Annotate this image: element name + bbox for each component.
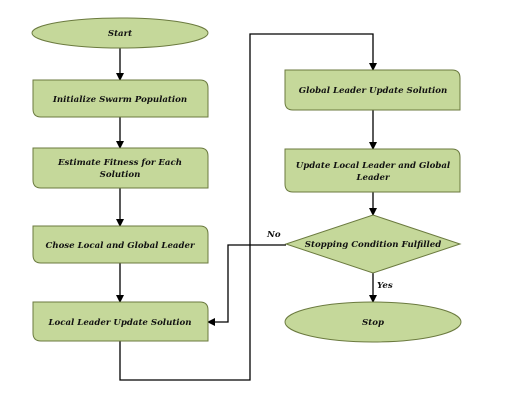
arrow-local-to-global (119, 33, 377, 381)
process-shape (32, 301, 209, 342)
terminator-shape (31, 17, 209, 49)
process-shape (284, 69, 461, 111)
node-fitness: Estimate Fitness for Each Solution (32, 147, 209, 189)
node-local-update: Local Leader Update Solution (32, 301, 209, 342)
edge-label-no: No (266, 230, 281, 240)
node-global-update-label: Global Leader Update Solution (299, 86, 447, 96)
node-start: Start (31, 17, 209, 49)
connectors (116, 33, 377, 381)
node-update-leaders: Update Local Leader and Global Leader (284, 148, 461, 193)
process-shape (32, 79, 209, 118)
node-start-label: Start (108, 29, 132, 39)
process-shape (32, 225, 209, 264)
process-shape (284, 148, 461, 193)
node-fitness-label-1: Estimate Fitness for Each (57, 158, 182, 168)
node-init-label: Initialize Swarm Population (52, 95, 187, 105)
node-chose: Chose Local and Global Leader (32, 225, 209, 264)
node-stop-label: Stop (362, 318, 384, 328)
node-decision-label: Stopping Condition Fulfilled (305, 240, 441, 250)
node-local-update-label: Local Leader Update Solution (47, 318, 191, 328)
node-stop: Stop (284, 301, 462, 343)
arrow-no-to-local (207, 244, 286, 326)
node-chose-label: Chose Local and Global Leader (45, 241, 195, 251)
edge-label-yes: Yes (377, 281, 393, 291)
node-fitness-label-2: Solution (100, 170, 141, 180)
node-update-leaders-label-2: Leader (355, 173, 391, 183)
node-global-update: Global Leader Update Solution (284, 69, 461, 111)
terminator-shape (284, 301, 462, 343)
node-init: Initialize Swarm Population (32, 79, 209, 118)
node-decision: Stopping Condition Fulfilled (284, 214, 462, 274)
decision-shape (284, 214, 462, 274)
node-update-leaders-label-1: Update Local Leader and Global (296, 161, 451, 171)
process-shape (32, 147, 209, 189)
